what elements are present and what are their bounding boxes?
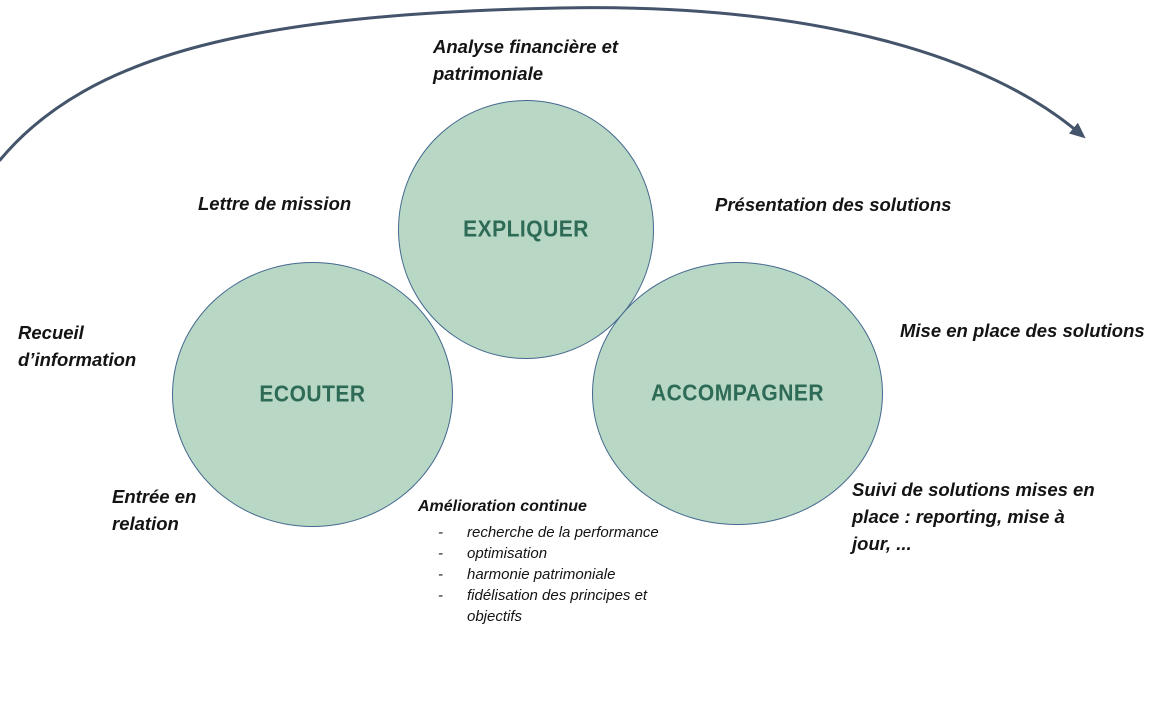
- label-recueil-information: Recueil d’information: [18, 322, 137, 370]
- list-item-text: recherche de la performance: [467, 524, 659, 541]
- list-item: - recherche de la performance: [418, 522, 698, 543]
- circle-accompagner: ACCOMPAGNER: [592, 262, 883, 525]
- dash-bullet: -: [438, 566, 443, 583]
- circle-accompagner-label: ACCOMPAGNER: [650, 380, 825, 406]
- label-analyse-financiere: Analyse financière et patrimoniale: [433, 36, 619, 84]
- list-item-text: optimisation: [467, 545, 548, 562]
- list-item-text: harmonie patrimoniale: [467, 566, 616, 583]
- label-suivi-solutions: Suivi de solutions mises en place : repo…: [852, 479, 1095, 554]
- amelioration-title: Amélioration continue: [418, 498, 587, 515]
- circle-ecouter-label: ECOUTER: [259, 381, 366, 407]
- list-item: - optimisation: [418, 543, 698, 564]
- label-entree-en-relation: Entrée en relation: [112, 486, 197, 534]
- label-mise-en-place-solutions: Mise en place des solutions: [900, 320, 1145, 341]
- list-item: - fidélisation des principes et objectif…: [418, 585, 698, 627]
- label-presentation-solutions: Présentation des solutions: [715, 194, 952, 215]
- amelioration-continue-block: Amélioration continue - recherche de la …: [418, 496, 698, 627]
- label-lettre-de-mission: Lettre de mission: [198, 193, 352, 214]
- circle-expliquer-label: EXPLIQUER: [463, 216, 589, 242]
- dash-bullet: -: [438, 524, 443, 541]
- circle-ecouter: ECOUTER: [172, 262, 453, 527]
- list-item: - harmonie patrimoniale: [418, 564, 698, 585]
- dash-bullet: -: [438, 587, 443, 604]
- dash-bullet: -: [438, 545, 443, 562]
- list-item-text: fidélisation des principes et objectifs: [467, 587, 648, 625]
